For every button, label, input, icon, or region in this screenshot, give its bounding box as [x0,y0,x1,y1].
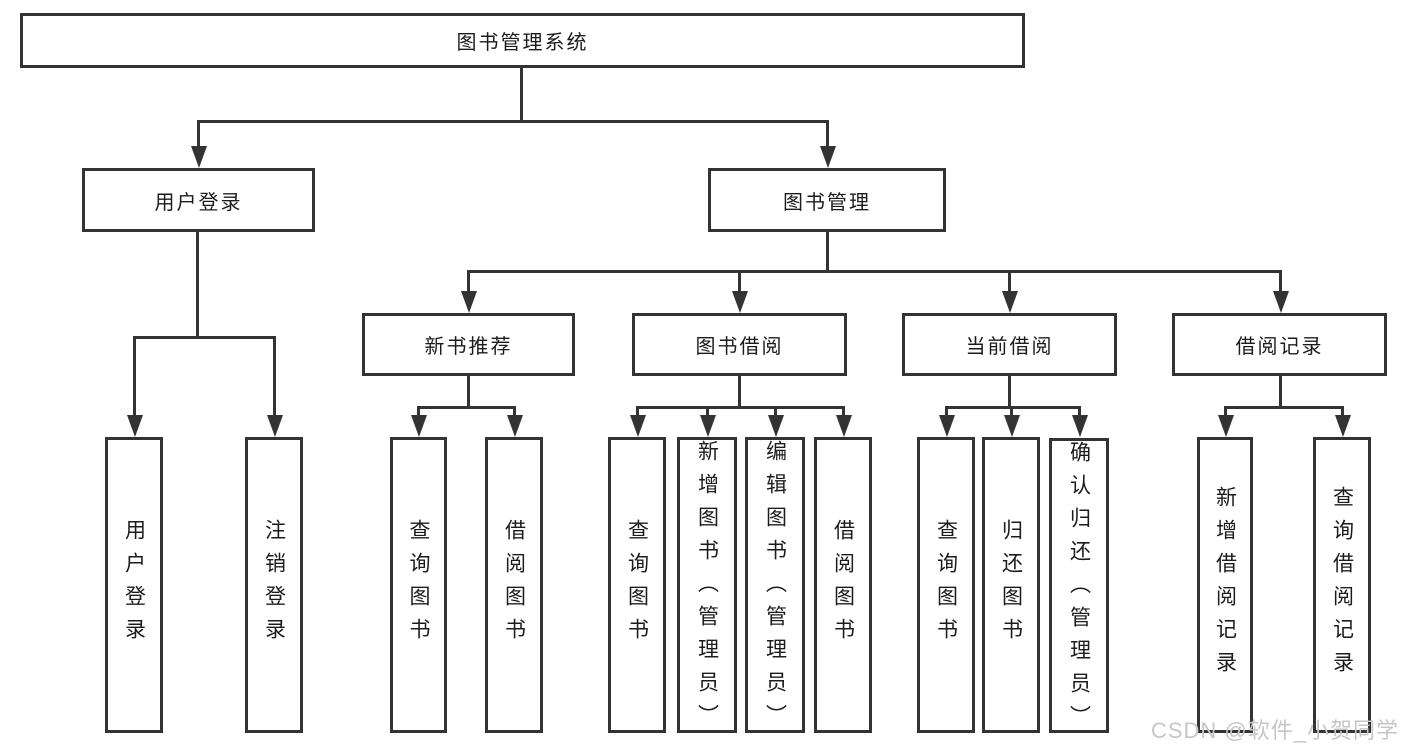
arrow-to-user-login [197,120,200,146]
node-label: 查询图书 [625,519,649,651]
edge-level3-rail [467,270,1281,273]
edge-user-login-drop [196,232,199,338]
arrow-to-borrow-books-2 [842,406,845,415]
arrow-to-query-books-1 [417,406,420,415]
node-book-borrowing: 图书借阅 [632,313,847,376]
arrow-to-borrow-books-1 [513,406,516,415]
arrow-to-book-management [826,120,829,146]
node-current-borrowing: 当前借阅 [902,313,1117,376]
edge-user-login-rail [133,336,275,339]
node-label: 用户登录 [122,519,146,651]
arrow-to-query-borrow-record [1341,406,1344,415]
arrow-to-new-book-recommend [467,270,470,291]
arrow-to-edit-books [774,406,777,415]
node-leaf-logout: 注销登录 [245,437,303,733]
node-label: 借阅记录 [1235,336,1324,358]
node-label: 归还图书 [999,519,1023,651]
node-user-login-branch: 用户登录 [82,168,315,232]
arrow-to-borrowing-records [1279,270,1282,291]
edge-book-borrowing-drop [738,374,741,408]
node-label: 借阅图书 [502,519,526,651]
edge-root-drop [520,68,523,122]
node-label: 新增图书（管理员） [695,440,719,737]
edge-level2-rail [197,120,829,123]
node-query-books-current: 查询图书 [917,437,975,733]
node-query-books-borrowing: 查询图书 [608,437,666,733]
node-library-management-system: 图书管理系统 [20,13,1025,68]
node-label: 查询图书 [934,519,958,651]
node-add-books-admin: 新增图书（管理员） [677,437,737,737]
node-borrowing-records: 借阅记录 [1172,313,1387,376]
node-label: 新增借阅记录 [1213,486,1237,684]
node-query-books-newrec: 查询图书 [390,437,447,733]
node-label: 图书借阅 [695,336,784,358]
arrow-to-return-books [1010,406,1013,415]
edge-borrowing-records-drop [1279,374,1282,408]
csdn-watermark: CSDN @软件_小贺同学 [1150,718,1399,743]
arrow-to-add-borrow-record [1224,406,1227,415]
node-label: 编辑图书（管理员） [763,440,787,737]
node-confirm-return-admin: 确认归还（管理员） [1049,438,1109,738]
arrow-to-confirm-return [1078,406,1081,415]
node-label: 查询借阅记录 [1330,486,1354,684]
node-new-book-recommend: 新书推荐 [362,313,575,376]
arrow-to-leaf-logout [273,336,276,415]
edge-new-book-recommend-drop [467,374,470,408]
node-borrow-books-newrec: 借阅图书 [485,437,543,733]
node-add-borrow-record: 新增借阅记录 [1197,437,1253,733]
node-borrow-books-borrowing: 借阅图书 [814,437,872,733]
arrow-to-current-borrowing [1008,270,1011,291]
edge-new-book-recommend-rail [417,406,515,409]
node-label: 图书管理 [783,191,871,214]
edge-book-management-drop [826,232,829,272]
node-label: 当前借阅 [965,336,1054,358]
node-query-borrow-record: 查询借阅记录 [1313,437,1371,733]
node-book-management: 图书管理 [708,168,946,232]
arrow-to-query-books-3 [945,406,948,415]
edge-book-borrowing-rail [636,406,844,409]
node-label: 图书管理系统 [456,32,589,54]
node-label: 注销登录 [262,519,286,651]
node-return-books: 归还图书 [982,437,1040,733]
node-label: 借阅图书 [831,519,855,651]
arrow-to-add-books [706,406,709,415]
edge-current-borrowing-drop [1008,374,1011,408]
node-leaf-user-login: 用户登录 [105,437,163,733]
node-label: 确认归还（管理员） [1067,441,1091,738]
node-label: 新书推荐 [424,336,513,358]
node-label: 查询图书 [407,519,430,651]
node-label: 用户登录 [154,191,243,214]
arrow-to-query-books-2 [636,406,639,415]
arrow-to-leaf-user-login [133,336,136,415]
arrow-to-book-borrowing [738,270,741,291]
edge-borrowing-records-rail [1224,406,1343,409]
node-edit-books-admin: 编辑图书（管理员） [745,437,805,737]
